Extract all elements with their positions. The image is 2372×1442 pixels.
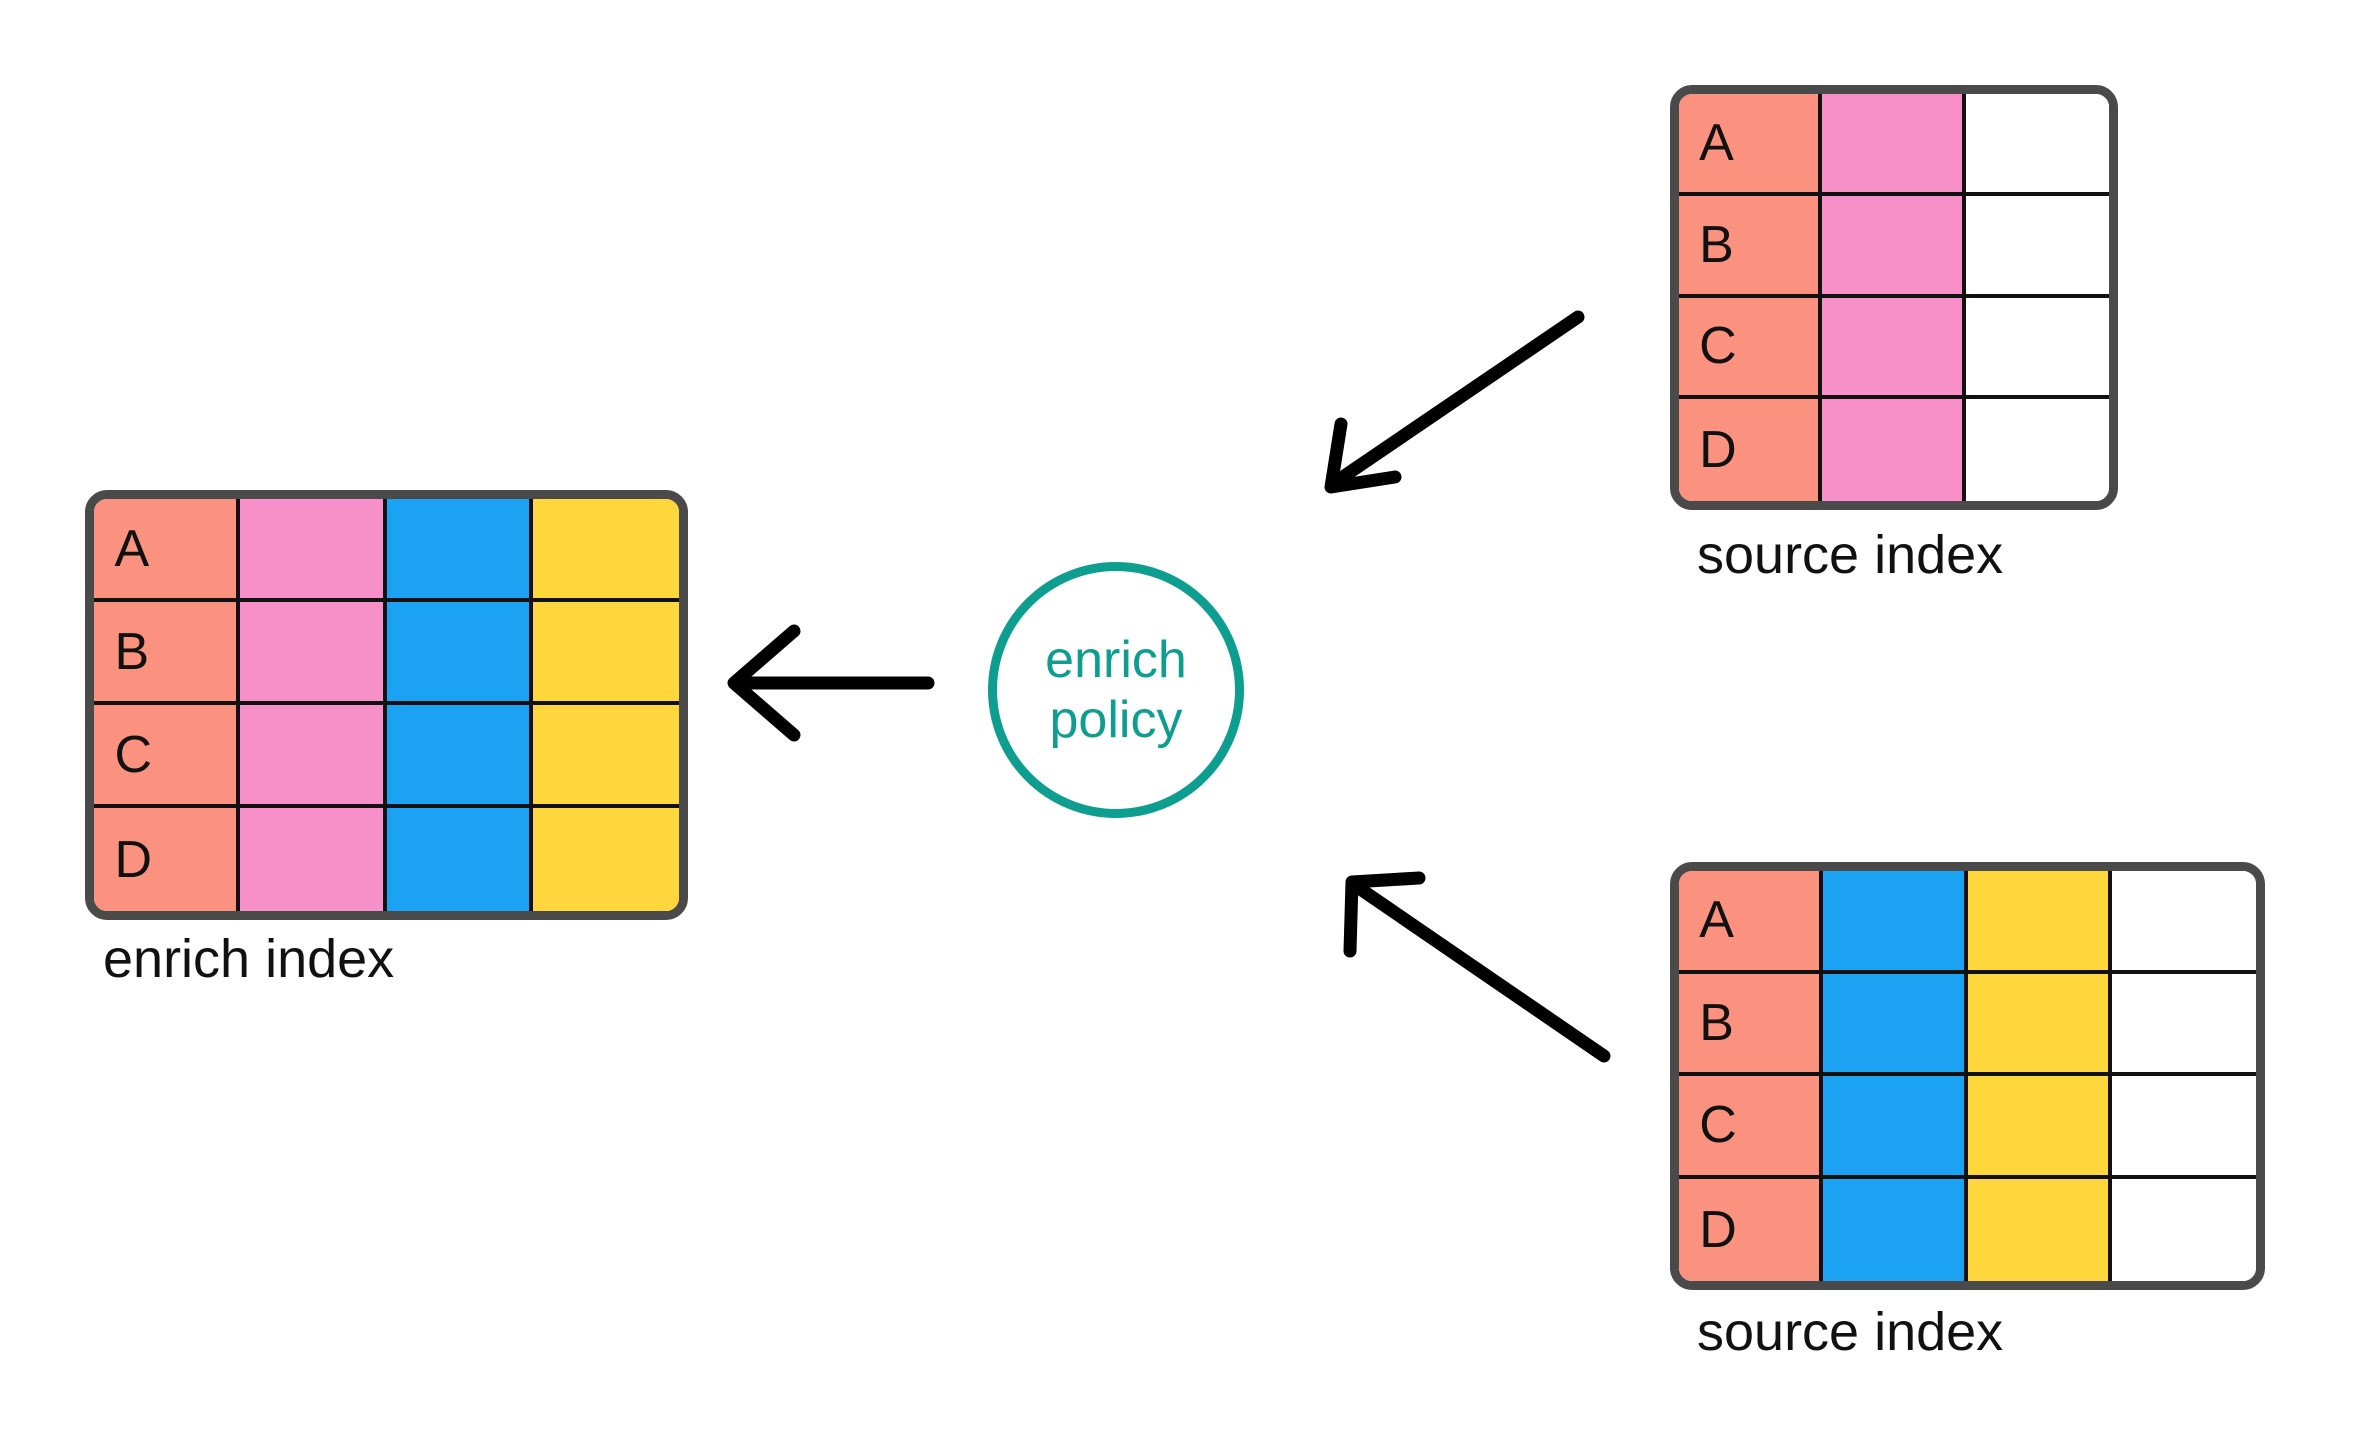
policy-label-line2: policy: [1049, 691, 1183, 749]
table-cell-pink: [240, 808, 387, 911]
source-index-top-caption: source index: [1697, 525, 2004, 585]
policy-label: enrich policy: [988, 562, 1244, 818]
table-cell-key: A: [1679, 871, 1824, 974]
table-cell-pink: [240, 499, 387, 602]
table-cell-pink: [1822, 399, 1966, 501]
table-cell-empty: [2111, 871, 2256, 974]
table-cell-empty: [1965, 94, 2109, 196]
table-cell-pink: [240, 705, 387, 808]
enrich-policy-node: enrich policy: [988, 562, 1244, 818]
table-cell-empty: [2111, 973, 2256, 1076]
table-cell-blue: [1823, 1178, 1968, 1281]
table-cell-blue: [1823, 973, 1968, 1076]
table-cell-yellow: [1967, 1076, 2112, 1179]
table-cell-blue: [1823, 871, 1968, 974]
table-cell-yellow: [1967, 871, 2112, 974]
table-cell-empty: [2111, 1076, 2256, 1179]
table-cell-empty: [1965, 195, 2109, 298]
arrow-source-top-to-policy: [1324, 310, 1585, 494]
enrich-index-table: A B C D: [85, 490, 688, 920]
table-cell-empty: [1965, 297, 2109, 400]
table-cell-key: D: [1679, 399, 1823, 501]
source-index-bottom-caption: source index: [1697, 1302, 2004, 1362]
table-cell-yellow: [1967, 1178, 2112, 1281]
table-cell-pink: [1822, 195, 1966, 298]
table-cell-blue: [386, 602, 533, 705]
source-index-top-table: A B C D: [1670, 85, 2118, 510]
arrow-policy-to-enrich-index: [727, 624, 935, 742]
table-cell-yellow: [532, 808, 679, 911]
table-cell-key: D: [1679, 1178, 1824, 1281]
table-cell-blue: [1823, 1076, 1968, 1179]
arrow-source-bottom-to-policy: [1343, 871, 1611, 1063]
table-cell-key: C: [1679, 297, 1823, 400]
source-index-bottom-table: A B C D: [1670, 862, 2265, 1290]
policy-circle: [988, 562, 1244, 818]
table-cell-key: A: [94, 499, 241, 602]
table-cell-key: C: [94, 705, 241, 808]
table-cell-yellow: [532, 499, 679, 602]
table-cell-key: B: [1679, 973, 1824, 1076]
table-cell-blue: [386, 705, 533, 808]
table-cell-yellow: [532, 705, 679, 808]
table-cell-key: D: [94, 808, 241, 911]
table-cell-key: A: [1679, 94, 1823, 196]
table-cell-key: C: [1679, 1076, 1824, 1179]
table-cell-pink: [1822, 94, 1966, 196]
table-cell-key: B: [94, 602, 241, 705]
table-cell-empty: [1965, 399, 2109, 501]
table-cell-pink: [1822, 297, 1966, 400]
table-cell-pink: [240, 602, 387, 705]
enrich-index-caption: enrich index: [103, 929, 395, 989]
table-cell-yellow: [532, 602, 679, 705]
table-cell-key: B: [1679, 195, 1823, 298]
table-cell-empty: [2111, 1178, 2256, 1281]
table-cell-yellow: [1967, 973, 2112, 1076]
policy-label-line1: enrich: [1045, 630, 1187, 689]
table-cell-blue: [386, 499, 533, 602]
table-cell-blue: [386, 808, 533, 911]
